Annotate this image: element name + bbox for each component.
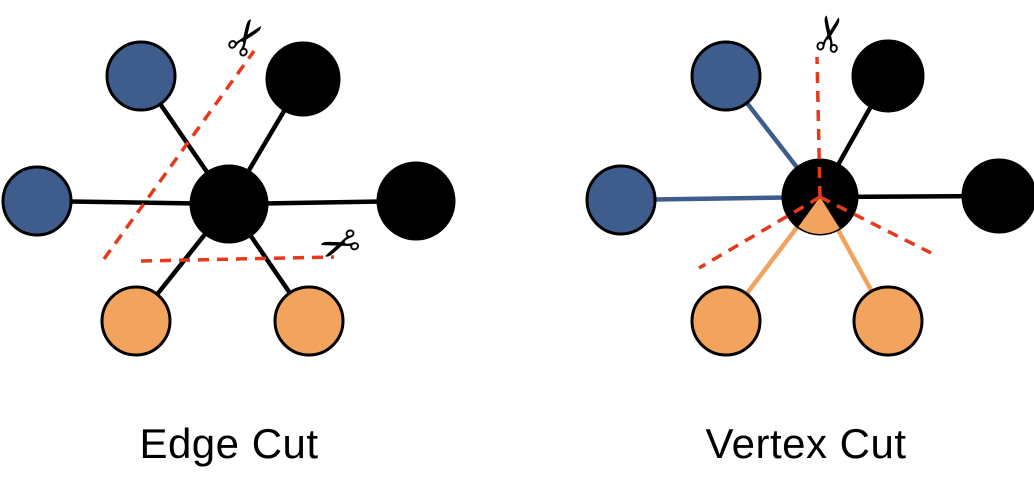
node-blue-top-left (690, 40, 762, 112)
center-split-wedge (798, 197, 840, 234)
node-orange-bottom-right (273, 285, 345, 357)
cut-line (102, 49, 256, 261)
node-blue-left (1, 165, 73, 237)
scissors-icon: ✂ (800, 9, 862, 58)
cut-line (698, 195, 821, 270)
node-orange-bottom-left (690, 285, 762, 357)
node-blue-top-left (105, 40, 177, 112)
node-orange-bottom-right (852, 285, 924, 357)
node-black-top-right (851, 39, 925, 113)
scissors-icon: ✂ (312, 213, 369, 279)
cut-line (819, 195, 932, 255)
vertex-cut-label: Vertex Cut (705, 420, 907, 467)
edge-cut-label: Edge Cut (139, 420, 319, 467)
node-orange-bottom-left (100, 285, 172, 357)
node-black-top-right (265, 41, 341, 117)
cut-line (815, 56, 822, 198)
node-black-right (961, 158, 1034, 234)
node-blue-left (585, 164, 657, 236)
edge-cut-center-node (189, 164, 269, 244)
cut-line (140, 255, 335, 263)
vertex-cut-diagram: ✂ (585, 9, 1034, 357)
node-black-right (376, 161, 456, 241)
edge-cut-diagram: ✂✂ (1, 5, 456, 357)
